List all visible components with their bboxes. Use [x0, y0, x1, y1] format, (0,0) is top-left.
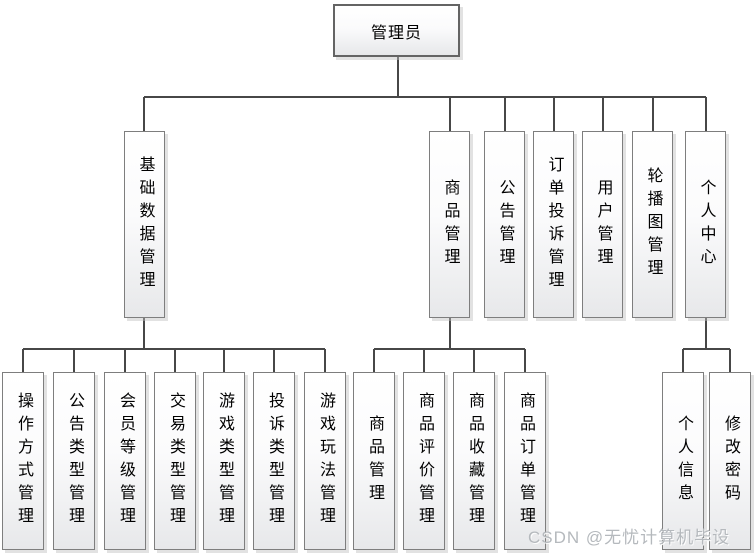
node-member-level-mgmt: 会员等级管理	[104, 372, 146, 550]
node-gameplay-mgmt: 游戏玩法管理	[304, 372, 346, 550]
node-personal-info: 个人信息	[662, 372, 704, 550]
node-product-favorite-mgmt: 商品收藏管理	[453, 372, 495, 550]
node-announcement-type-mgmt: 公告类型管理	[53, 372, 95, 550]
node-product-order-mgmt: 商品订单管理	[504, 372, 546, 550]
node-order-complaint-mgmt: 订单投诉管理	[533, 131, 574, 318]
node-personal-center: 个人中心	[685, 131, 726, 318]
node-game-type-mgmt: 游戏类型管理	[203, 372, 245, 550]
node-user-mgmt: 用户管理	[582, 131, 623, 318]
node-complaint-type-mgmt: 投诉类型管理	[253, 372, 295, 550]
node-basic-data-mgmt: 基础数据管理	[124, 131, 165, 318]
node-product-review-mgmt: 商品评价管理	[403, 372, 445, 550]
node-carousel-mgmt: 轮播图管理	[632, 131, 673, 318]
node-admin: 管理员	[333, 4, 460, 57]
node-operation-method-mgmt: 操作方式管理	[2, 372, 44, 550]
watermark-text: CSDN @无忧计算机毕设	[528, 528, 731, 547]
node-product-mgmt-sub: 商品管理	[353, 372, 395, 550]
node-transaction-type-mgmt: 交易类型管理	[154, 372, 196, 550]
node-product-mgmt: 商品管理	[429, 131, 470, 318]
node-announcement-mgmt: 公告管理	[484, 131, 525, 318]
node-change-password: 修改密码	[709, 372, 751, 550]
